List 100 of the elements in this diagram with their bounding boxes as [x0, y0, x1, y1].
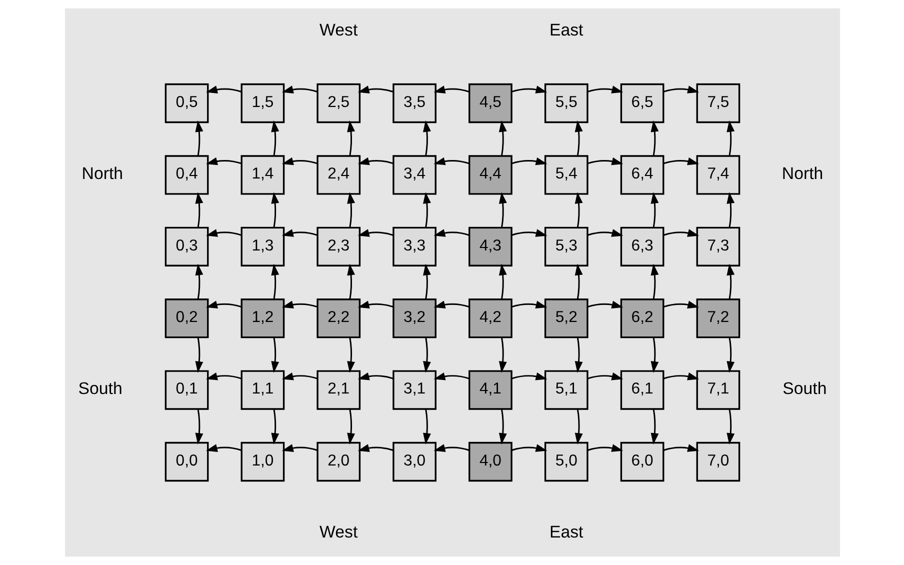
arrow [498, 120, 506, 156]
arrow [511, 300, 547, 309]
arrow [194, 409, 203, 445]
node-box: 3,3 [392, 226, 436, 266]
arrow [726, 409, 734, 445]
arrow [650, 409, 658, 445]
arrow [281, 229, 318, 237]
arrow [498, 409, 506, 445]
arrow [346, 120, 355, 156]
arrow [650, 192, 658, 228]
node-box: 5,5 [544, 83, 588, 124]
arrow [205, 229, 242, 237]
node-box: 5,3 [544, 226, 588, 266]
node-box: 4,2 [468, 298, 512, 338]
node-box: 3,0 [392, 442, 436, 482]
node-box: 3,5 [392, 83, 436, 124]
arrow [422, 264, 430, 300]
arrow [511, 229, 547, 237]
node-box: 5,0 [544, 442, 588, 482]
arrow [270, 192, 279, 228]
arrow [357, 300, 393, 309]
label: North [81, 164, 123, 183]
arrow [433, 444, 469, 452]
node-box: 0,4 [164, 155, 208, 195]
node-box: 7,3 [696, 226, 740, 266]
arrow [346, 264, 355, 300]
node-box: 5,2 [544, 298, 588, 338]
arrow [498, 338, 506, 373]
node-box: 2,3 [316, 226, 360, 266]
label: East [549, 522, 583, 542]
arrow [270, 264, 279, 300]
arrow [511, 444, 547, 452]
node-box: 3,2 [392, 298, 436, 338]
arrow [650, 120, 658, 156]
node-box: 2,5 [316, 83, 360, 124]
node-box: 4,5 [468, 83, 512, 124]
node-box: 4,0 [468, 442, 512, 482]
arrow [587, 86, 623, 94]
arrow [433, 300, 469, 309]
arrow [205, 372, 242, 380]
arrow [574, 409, 582, 445]
label: South [782, 379, 826, 398]
arrow [346, 338, 355, 373]
arrow [205, 86, 242, 94]
arrow [422, 338, 430, 373]
node-box: 3,4 [392, 155, 436, 195]
node-box: 7,0 [696, 442, 740, 482]
node-box: 5,4 [544, 155, 588, 195]
arrow [574, 192, 582, 228]
node-box: 2,2 [316, 298, 360, 338]
arrow [281, 157, 318, 166]
node-box: 1,4 [240, 155, 284, 195]
arrow [346, 192, 355, 228]
arrow [205, 157, 242, 166]
node-box: 7,1 [696, 370, 740, 410]
arrow [357, 229, 393, 237]
arrow [357, 372, 393, 380]
arrow [433, 229, 469, 237]
node-box: 6,3 [620, 226, 664, 266]
arrow [422, 192, 430, 228]
label: North [781, 164, 823, 183]
node-box: 2,4 [316, 155, 360, 195]
label: South [78, 379, 122, 398]
node-box: 3,1 [392, 370, 436, 410]
arrow [650, 264, 658, 300]
arrow [587, 300, 623, 309]
arrow [422, 409, 430, 445]
arrow [433, 372, 469, 380]
node-box: 7,4 [696, 155, 740, 195]
label: East [549, 20, 583, 40]
arrow [433, 157, 469, 166]
node-box: 6,4 [620, 155, 664, 195]
node-box: 2,0 [316, 442, 360, 482]
arrow [281, 86, 318, 94]
arrow [498, 192, 506, 228]
node-box: 1,5 [240, 83, 284, 124]
arrow [511, 372, 547, 380]
arrow [650, 338, 658, 373]
node-box: 6,1 [620, 370, 664, 410]
node-box: 1,0 [240, 442, 284, 482]
node-box: 0,5 [164, 83, 208, 124]
node-box: 1,1 [240, 370, 284, 410]
arrow [662, 372, 699, 380]
arrow [205, 300, 242, 309]
arrow [726, 120, 734, 156]
arrow [574, 264, 582, 300]
node-box: 5,1 [544, 370, 588, 410]
node-box: 0,1 [164, 370, 208, 410]
node-box: 4,3 [468, 226, 512, 266]
node-box: 7,5 [696, 83, 740, 124]
node-box: 2,1 [316, 370, 360, 410]
node-box: 0,2 [164, 298, 208, 338]
arrow [281, 300, 318, 309]
arrow [357, 444, 393, 452]
arrow [422, 120, 430, 156]
arrow [357, 86, 393, 94]
node-box: 6,2 [620, 298, 664, 338]
arrow [662, 444, 699, 452]
arrow [574, 120, 582, 156]
label: West [319, 522, 358, 542]
